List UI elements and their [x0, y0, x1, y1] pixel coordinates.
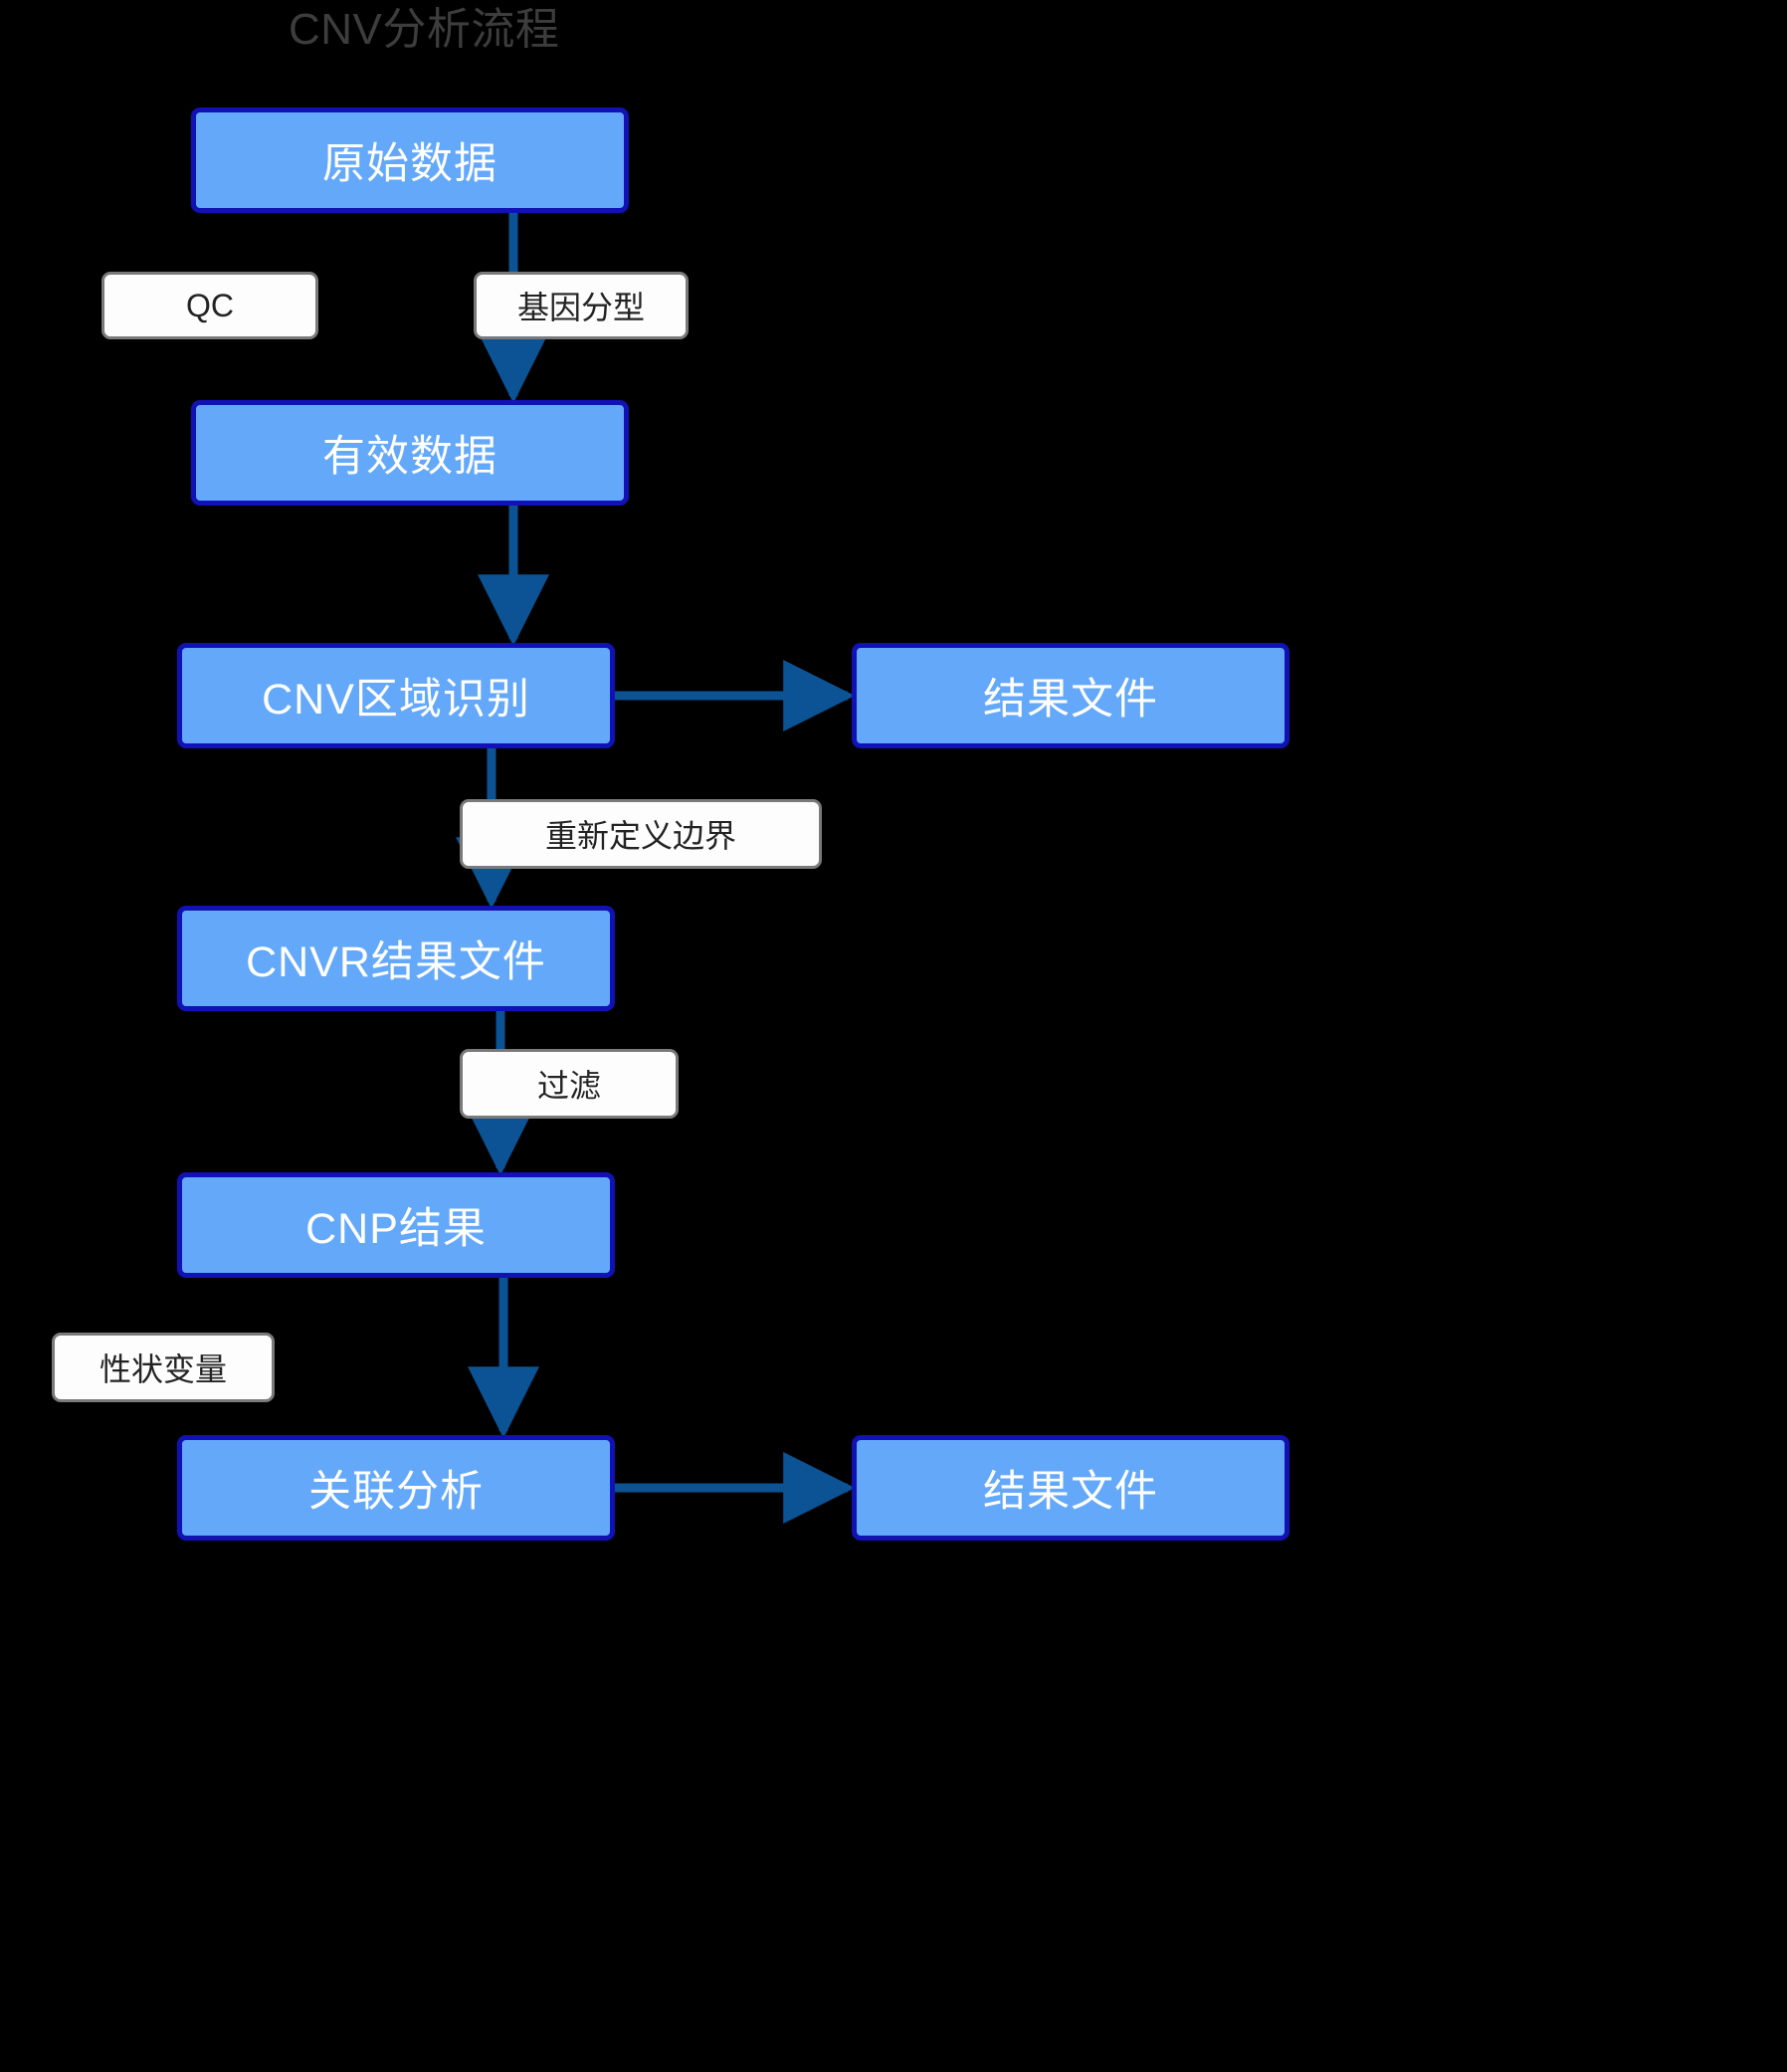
edge-label-qc: QC — [101, 272, 318, 339]
node-cnp-result[interactable]: CNP结果 — [177, 1172, 615, 1278]
node-cnvr-result-file[interactable]: CNVR结果文件 — [177, 906, 615, 1011]
edge-label-redefine-boundary: 重新定义边界 — [460, 799, 822, 869]
page-title: CNV分析流程 — [289, 5, 560, 54]
edge-label-trait-variable: 性状变量 — [52, 1333, 275, 1402]
node-association-analysis[interactable]: 关联分析 — [177, 1435, 615, 1541]
edge-label-filter: 过滤 — [460, 1049, 679, 1119]
node-raw[interactable]: 原始数据 — [191, 107, 629, 213]
node-result-file-1[interactable]: 结果文件 — [852, 643, 1290, 748]
node-valid[interactable]: 有效数据 — [191, 400, 629, 506]
node-cnv-region-calling[interactable]: CNV区域识别 — [177, 643, 615, 748]
node-result-file-2[interactable]: 结果文件 — [852, 1435, 1290, 1541]
edge-label-genotyping: 基因分型 — [474, 272, 689, 339]
